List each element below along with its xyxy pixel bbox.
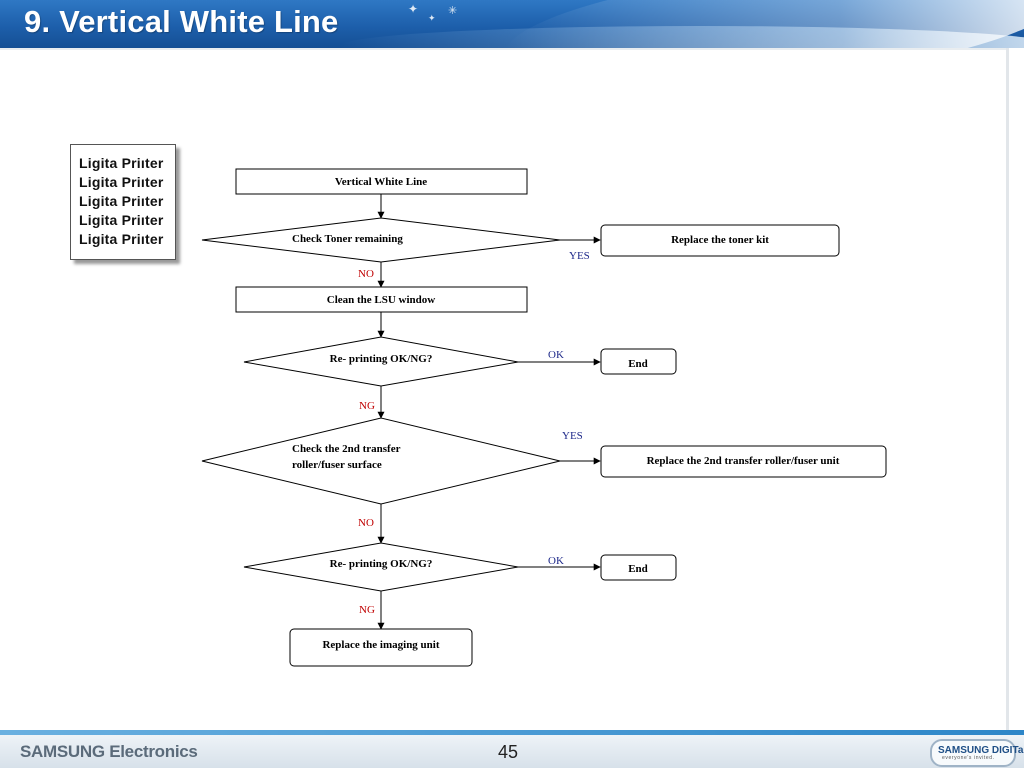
flow-connectors [377, 194, 601, 630]
clean-lsu-node [235, 286, 528, 313]
logo-text: SAMSUNG DIGITall [938, 745, 1024, 756]
sample-text-line: Ligita Priıter [79, 174, 164, 190]
branch-label-yes: YES [569, 250, 590, 262]
logo-tagline: everyone's invited. [942, 755, 995, 761]
end-1-label: End [628, 358, 648, 370]
branch-label-ng: NG [359, 604, 375, 616]
reprint-2-label: Re- printing OK/NG? [330, 558, 433, 570]
replace-imaging-node [289, 628, 473, 667]
check-toner-decision [201, 217, 561, 263]
footer-brand: SAMSUNG Electronics [20, 742, 198, 761]
sample-text-line: Ligita Priıter [79, 155, 164, 171]
slide-title: 9. Vertical White Line [24, 4, 339, 39]
sample-text-line: Ligita Priıter [79, 231, 164, 247]
sample-printout-image: Ligita Priıter Ligita Priıter Ligita Pri… [70, 144, 176, 260]
check-transfer-label-line2: roller/fuser surface [292, 459, 382, 471]
replace-toner-node [600, 224, 840, 257]
sparkle-icon: ✦ [408, 2, 419, 16]
reprint-1-label: Re- printing OK/NG? [330, 353, 433, 365]
reprint-decision-1 [243, 336, 519, 387]
branch-label-ok: OK [548, 555, 564, 567]
branch-label-no: NO [358, 268, 374, 280]
check-toner-label: Check Toner remaining [292, 233, 403, 245]
start-node-label: Vertical White Line [335, 176, 427, 188]
end-node-1 [600, 348, 677, 375]
replace-imaging-label: Replace the imaging unit [322, 639, 439, 651]
content-frame-right [1006, 48, 1009, 734]
clean-lsu-label: Clean the LSU window [327, 294, 436, 306]
branch-label-ok: OK [548, 349, 564, 361]
replace-toner-label: Replace the toner kit [671, 234, 769, 246]
slide-header: ✦ ✦ ✳ 9. Vertical White Line [0, 0, 1024, 48]
branch-label-no: NO [358, 517, 374, 529]
check-transfer-label-line1: Check the 2nd transfer [292, 443, 401, 455]
replace-transfer-label: Replace the 2nd transfer roller/fuser un… [647, 455, 840, 467]
samsung-digitall-logo: SAMSUNG DIGITall everyone's invited. [930, 739, 1024, 767]
sparkle-icon: ✦ [428, 14, 436, 24]
replace-transfer-node [600, 445, 887, 478]
check-transfer-decision [201, 417, 561, 505]
end-node-2 [600, 554, 677, 581]
slide-footer: SAMSUNG Electronics 45 SAMSUNG DIGITall … [0, 735, 1024, 768]
start-node [235, 168, 528, 195]
page-number: 45 [498, 742, 519, 762]
branch-label-ng: NG [359, 400, 375, 412]
sample-text-line: Ligita Priıter [79, 212, 164, 228]
sample-text-line: Ligita Priıter [79, 193, 164, 209]
footer-accent-line [0, 730, 1024, 735]
content-frame-top [0, 48, 1009, 50]
branch-label-yes: YES [562, 430, 583, 442]
sparkle-icon: ✳ [448, 4, 458, 17]
reprint-decision-2 [243, 542, 519, 592]
end-2-label: End [628, 563, 648, 575]
